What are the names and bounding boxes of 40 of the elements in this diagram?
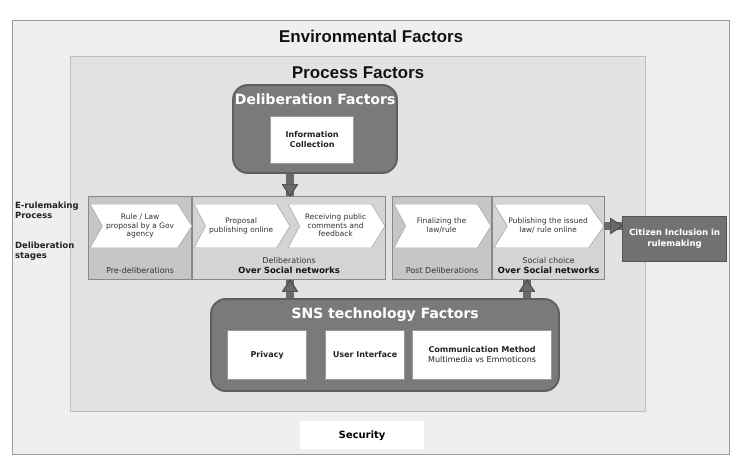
node-label: Over Social networks: [496, 266, 600, 276]
node-label: Process Factors: [290, 63, 426, 83]
node-label: Multimedia vs Emmoticons: [427, 355, 537, 365]
row-label: E-rulemaking Process: [15, 201, 80, 222]
factor-box: [270, 116, 354, 164]
stage-panel: [392, 196, 492, 280]
factor-group: [232, 84, 398, 174]
node-label: Information Collection: [284, 130, 340, 150]
factor-group: [210, 298, 560, 392]
stage-panel: [192, 196, 386, 280]
node-label: Over Social networks: [237, 266, 341, 276]
block-arrow: [604, 218, 622, 234]
node-label: User Interface: [332, 350, 398, 360]
factor-box: [412, 330, 552, 380]
node-label: Communication Method: [428, 345, 536, 355]
block-arrow: [282, 174, 298, 196]
row-label: Deliberation stages: [15, 241, 76, 262]
node-label: Social choice: [521, 256, 576, 266]
process-step: [90, 204, 192, 248]
node-label: Post Deliberations: [404, 266, 480, 276]
block-arrow: [518, 280, 536, 298]
factor-box: [325, 330, 405, 380]
factor-box: [227, 330, 307, 380]
node-label: SNS technology Factors: [290, 306, 480, 322]
node-label: Deliberations: [261, 256, 317, 266]
block-arrow: [282, 280, 298, 298]
node-label: Pre-deliberations: [105, 266, 175, 276]
stage-panel: [88, 196, 192, 280]
process-step: [494, 204, 604, 248]
node-label: Deliberation Factors: [234, 92, 396, 108]
node-label: Citizen Inclusion in rulemaking: [628, 228, 721, 250]
outer-frame: [12, 20, 730, 455]
node-label: Privacy: [249, 350, 285, 360]
stage-panel: [492, 196, 605, 280]
process-step: [394, 204, 491, 248]
outcome-box: [622, 216, 727, 262]
node-label: Environmental Factors: [278, 27, 464, 47]
process-step: [194, 204, 290, 248]
process-step: [288, 204, 385, 248]
node-label: Security: [338, 430, 386, 440]
